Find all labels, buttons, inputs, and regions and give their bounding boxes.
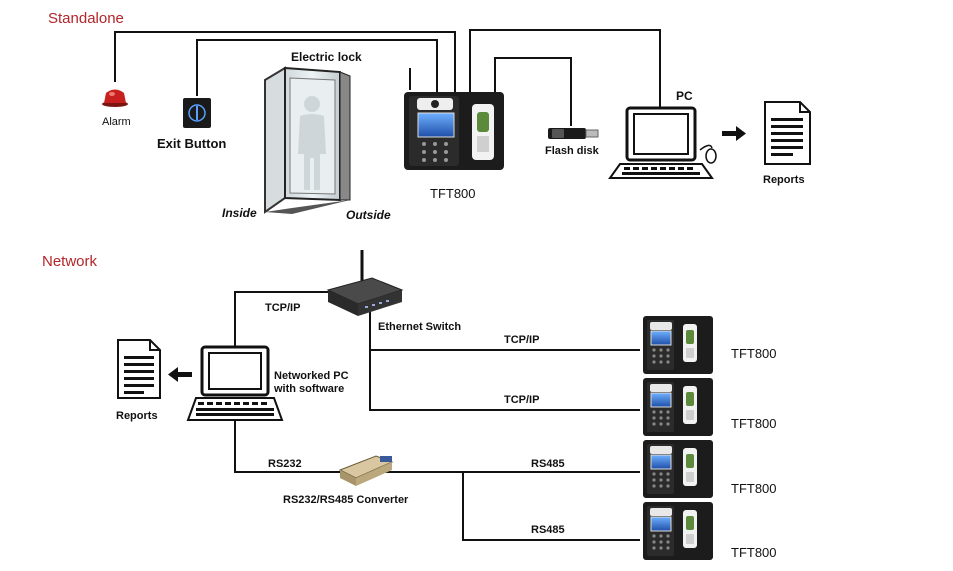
alarm-icon	[102, 89, 128, 107]
flash-disk-icon	[548, 128, 599, 139]
exit-button-icon	[183, 98, 211, 128]
section-title-standalone: Standalone	[48, 10, 124, 27]
converter-icon	[338, 455, 394, 486]
link-label-2: TCP/IP	[504, 394, 540, 406]
door-icon	[264, 66, 351, 214]
tft800-device-4	[642, 501, 714, 561]
ethernet-switch-icon	[326, 250, 404, 316]
electric-lock-label: Electric lock	[291, 50, 362, 64]
tft800-device-2	[642, 377, 714, 437]
tft800-device-1	[642, 315, 714, 375]
converter-label: RS232/RS485 Converter	[283, 494, 409, 506]
reports-document-icon-network	[117, 339, 161, 399]
exit-button-label: Exit Button	[157, 136, 227, 151]
tft800-label-3: TFT800	[731, 481, 777, 496]
reports-document-icon-standalone	[764, 101, 811, 165]
reports-label-standalone: Reports	[763, 174, 805, 186]
pc-icon-standalone	[608, 106, 717, 179]
pc-label: PC	[676, 89, 693, 103]
rs232-label: RS232	[268, 458, 302, 470]
tft800-label-2: TFT800	[731, 416, 777, 431]
reports-label-network: Reports	[116, 410, 158, 422]
link-label-1: TCP/IP	[504, 334, 540, 346]
arrow-right-icon	[722, 126, 746, 141]
flash-disk-label: Flash disk	[545, 145, 599, 157]
ethernet-switch-label: Ethernet Switch	[378, 321, 462, 333]
alarm-label: Alarm	[102, 116, 131, 128]
networked-pc-label: Networked PC	[274, 370, 349, 382]
tft800-label-standalone: TFT800	[430, 186, 476, 201]
arrow-left-icon	[168, 367, 192, 382]
tft800-label-1: TFT800	[731, 346, 777, 361]
network-wires	[234, 291, 640, 541]
section-title-network: Network	[42, 253, 98, 270]
with-software-label: with software	[274, 383, 345, 395]
standalone-wires	[114, 29, 661, 126]
link-label-4: RS485	[531, 524, 565, 536]
tft800-label-4: TFT800	[731, 545, 777, 560]
link-label-3: RS485	[531, 458, 565, 470]
networked-pc-icon	[186, 345, 284, 421]
tft800-device-standalone	[404, 92, 504, 170]
inside-label: Inside	[222, 206, 257, 220]
outside-label: Outside	[346, 208, 391, 222]
tft800-device-3	[642, 439, 714, 499]
tcpip-label-main: TCP/IP	[265, 302, 301, 314]
